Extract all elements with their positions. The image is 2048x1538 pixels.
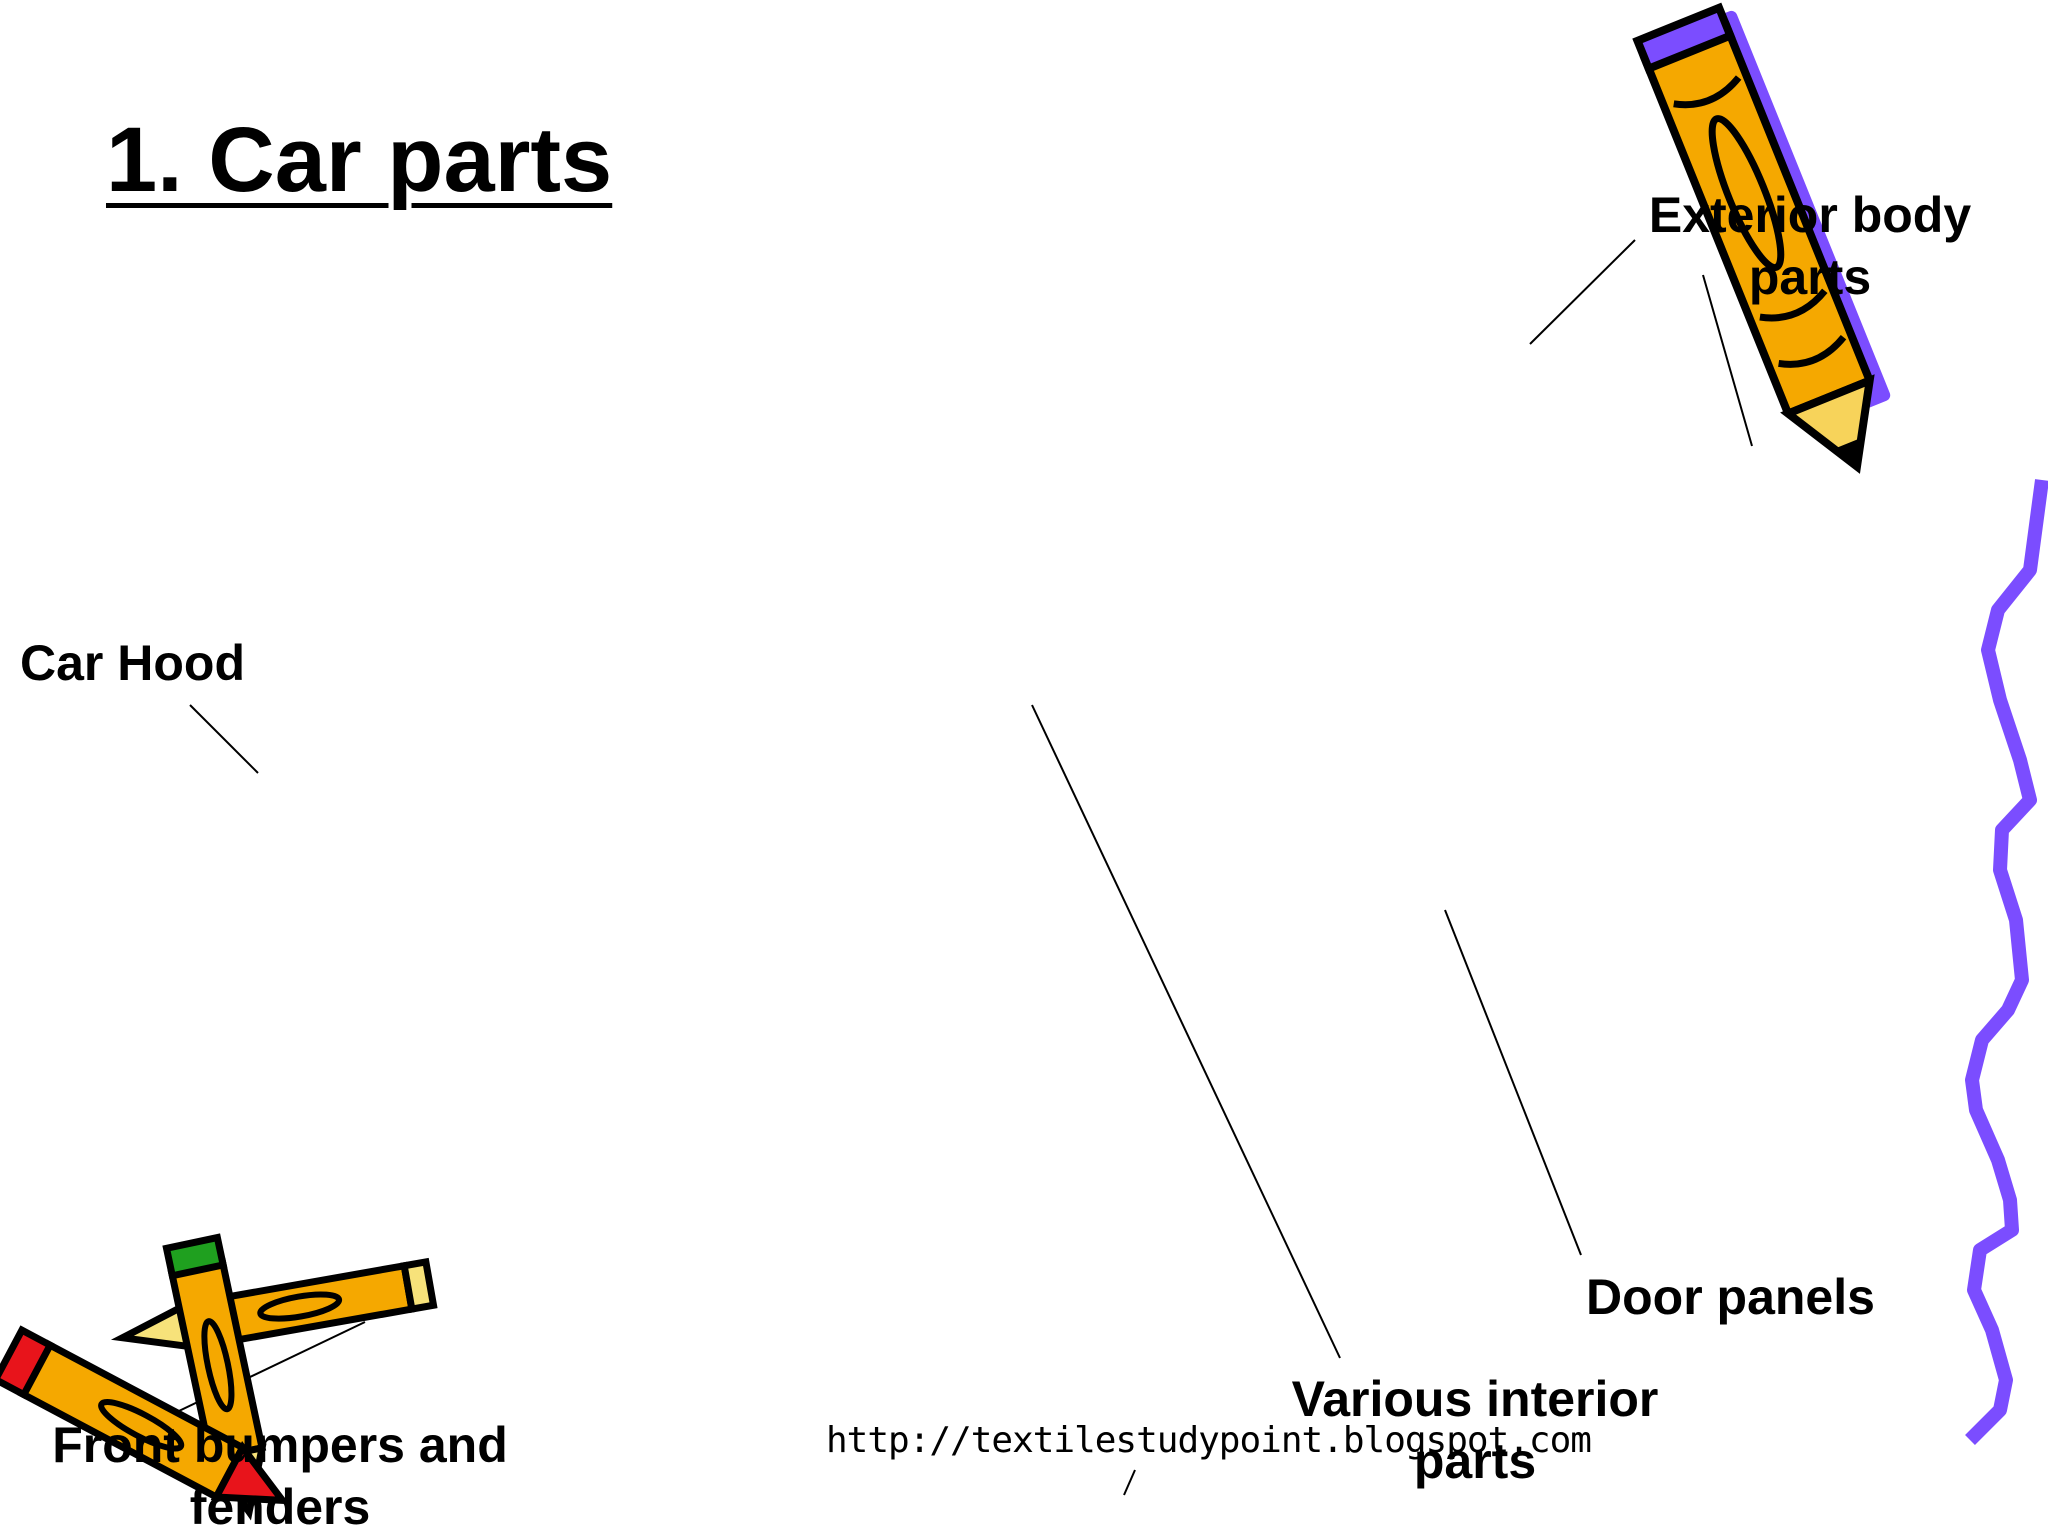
watermark-url: http://textilestudypoint.blogspot.com — [826, 1420, 1592, 1461]
slide-title: 1. Car parts — [106, 109, 613, 211]
leader-line-exterior-1 — [1529, 239, 1636, 345]
label-front-bumpers-and-fenders: Front bumpers and fenders — [52, 1417, 508, 1535]
leader-line-url — [1123, 1469, 1136, 1496]
leader-line-hood — [189, 704, 259, 774]
purple-border-decoration — [1965, 479, 2048, 1445]
leader-line-exterior-2 — [1702, 274, 1753, 447]
label-exterior-body-parts: Exterior body parts — [1648, 187, 1972, 305]
label-car-hood: Car Hood — [20, 635, 245, 691]
leader-line-door — [1444, 909, 1582, 1256]
label-door-panels: Door panels — [1586, 1269, 1875, 1325]
leader-line-interior — [1031, 704, 1341, 1359]
label-various-interior-parts: Various interior parts — [1291, 1371, 1659, 1489]
